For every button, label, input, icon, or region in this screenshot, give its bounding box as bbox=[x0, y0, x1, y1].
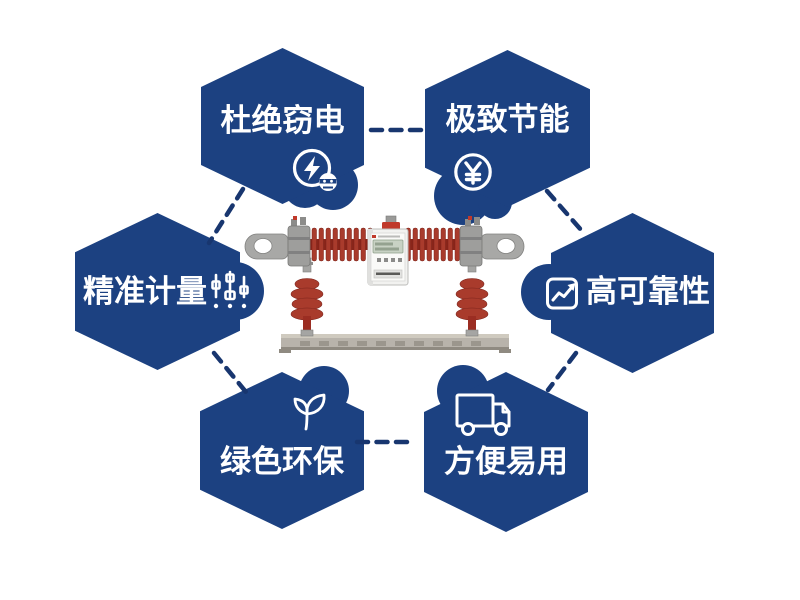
meter-box bbox=[367, 215, 409, 286]
eye-fitting-left bbox=[244, 216, 311, 267]
bushing-right bbox=[404, 227, 466, 262]
feature-label-easy-to-use: 方便易用 bbox=[444, 444, 568, 479]
connector-upper-left bbox=[206, 186, 246, 246]
feature-label-high-reliability: 高可靠性 bbox=[586, 274, 710, 309]
product-image-metering-device bbox=[244, 215, 525, 353]
feature-label-anti-theft: 杜绝窃电 bbox=[220, 103, 345, 138]
post-insulator-right bbox=[455, 257, 489, 337]
connector-upper-right bbox=[544, 188, 585, 234]
leaf-icon bbox=[293, 393, 326, 431]
trend-up-chart-icon bbox=[546, 277, 578, 310]
yuan-coin-icon bbox=[454, 153, 492, 191]
connector-lower-left bbox=[211, 350, 249, 395]
connector-lower-right bbox=[545, 350, 579, 393]
eye-fitting-right bbox=[459, 216, 525, 267]
post-insulator-left bbox=[290, 257, 324, 337]
truck-icon bbox=[455, 393, 511, 436]
mounting-rail bbox=[279, 334, 511, 353]
bushing-left bbox=[302, 227, 376, 262]
feature-hex-high-reliability bbox=[551, 213, 714, 373]
feature-label-precise-metering: 精准计量 bbox=[83, 274, 207, 309]
feature-label-eco-friendly: 绿色环保 bbox=[220, 444, 344, 479]
anti-theft-lightning-icon bbox=[292, 148, 337, 191]
sliders-icon bbox=[211, 270, 249, 309]
feature-label-energy-saving: 极致节能 bbox=[445, 102, 570, 137]
